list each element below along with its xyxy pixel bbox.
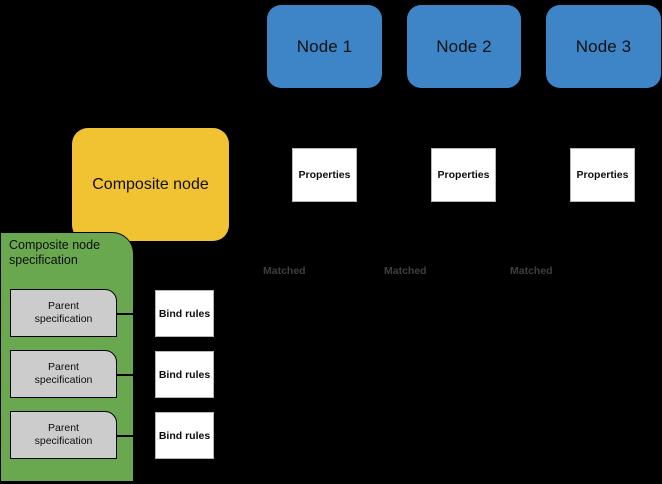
connector-line (117, 313, 155, 315)
properties-box[interactable]: Properties (570, 148, 635, 202)
bind-rules-label: Bind rules (158, 429, 211, 442)
connector-line (117, 374, 155, 376)
matched-label: Matched (263, 265, 306, 277)
node-label: Node 1 (296, 36, 353, 56)
parent-specification-box[interactable]: Parent specification (10, 411, 117, 459)
bind-rules-label: Bind rules (158, 307, 211, 320)
bind-rules-box[interactable]: Bind rules (155, 290, 214, 337)
composite-node-box[interactable]: Composite node (72, 128, 229, 241)
parent-specification-label: Parent specification (34, 300, 93, 325)
properties-label: Properties (437, 169, 490, 181)
bind-rules-box[interactable]: Bind rules (155, 412, 214, 459)
specification-panel-title: Composite node specification (9, 238, 101, 267)
node-label: Node 3 (575, 36, 632, 56)
properties-box[interactable]: Properties (292, 148, 357, 202)
matched-label: Matched (384, 265, 427, 277)
parent-specification-label: Parent specification (34, 422, 93, 447)
connector-line (117, 435, 155, 437)
node-label: Node 2 (436, 36, 492, 56)
parent-specification-box[interactable]: Parent specification (10, 350, 117, 398)
composite-node-label: Composite node (92, 175, 209, 193)
parent-specification-label: Parent specification (34, 361, 93, 386)
bind-rules-label: Bind rules (158, 368, 211, 381)
node-box-3[interactable]: Node 3 (546, 5, 661, 88)
parent-specification-box[interactable]: Parent specification (10, 289, 117, 337)
properties-label: Properties (576, 169, 629, 181)
matched-label: Matched (510, 265, 553, 277)
node-box-2[interactable]: Node 2 (407, 5, 521, 88)
properties-box[interactable]: Properties (431, 148, 496, 202)
properties-label: Properties (298, 169, 351, 181)
bind-rules-box[interactable]: Bind rules (155, 351, 214, 398)
node-box-1[interactable]: Node 1 (267, 5, 382, 88)
